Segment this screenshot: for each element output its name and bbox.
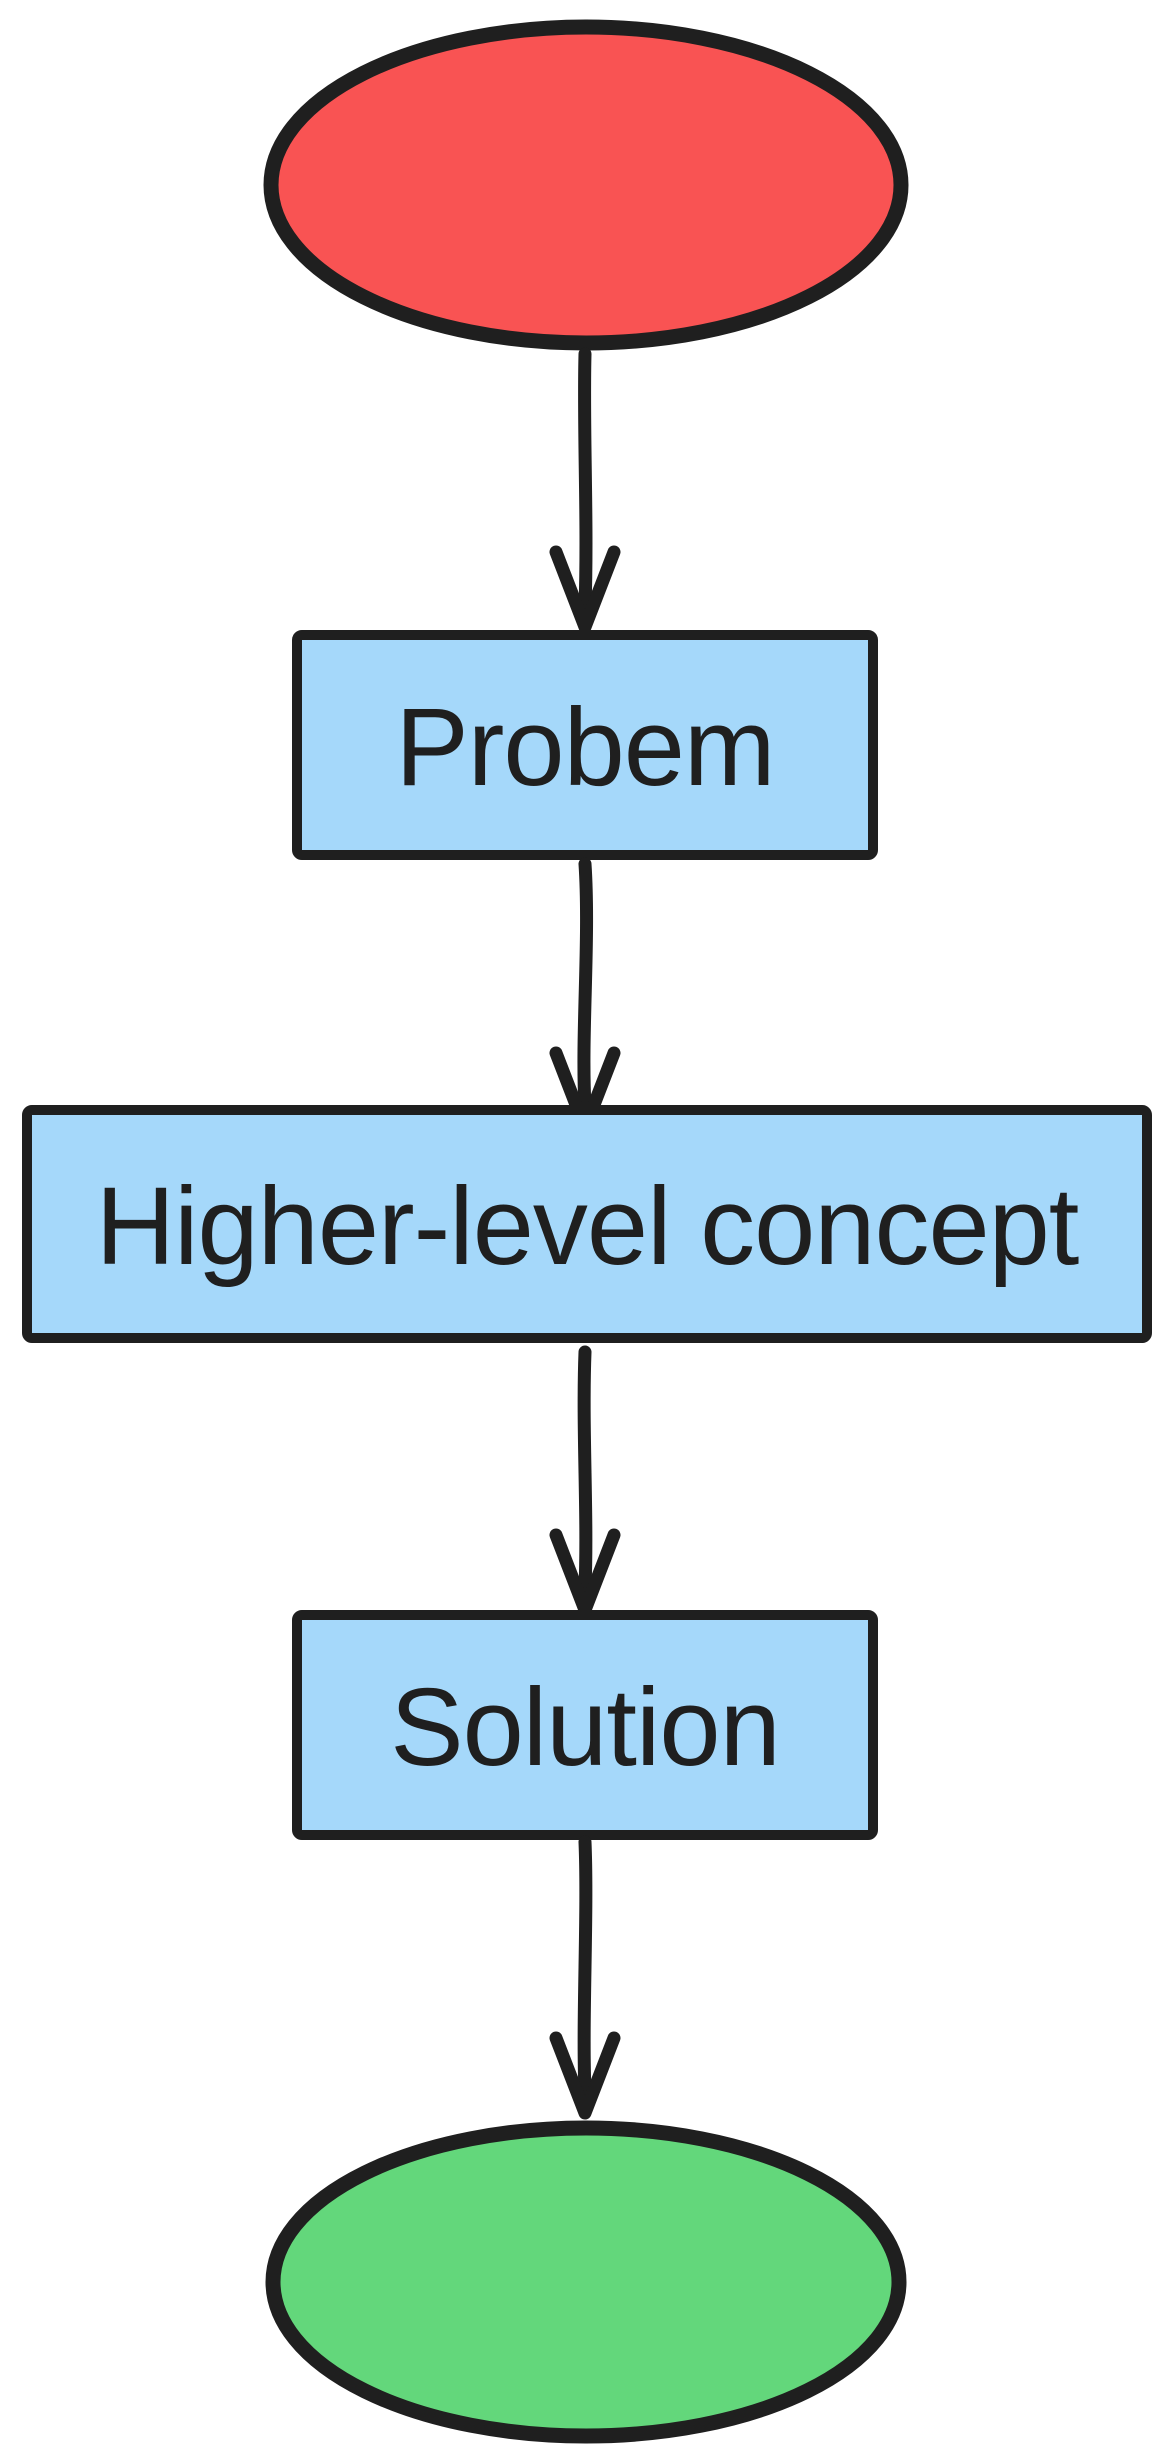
arrow-stem bbox=[577, 1345, 593, 1595]
arrow-down-head-icon bbox=[549, 2031, 621, 2120]
arrow-problem-to-concept bbox=[549, 857, 621, 1135]
arrow-concept-to-solution bbox=[549, 1345, 621, 1617]
end-node bbox=[265, 2120, 907, 2444]
higher-level-concept-box bbox=[22, 1105, 1152, 1343]
end-ellipse bbox=[265, 2120, 907, 2444]
start-ellipse bbox=[263, 19, 909, 351]
problem-label: Probem bbox=[395, 686, 774, 809]
solution-node: Solution bbox=[292, 1610, 878, 1840]
arrow-stem bbox=[577, 857, 594, 1113]
arrow-start-to-problem bbox=[549, 347, 621, 634]
start-node bbox=[263, 19, 909, 351]
higher-level-concept-node: Higher-level concept bbox=[22, 1105, 1152, 1343]
arrow-stem bbox=[577, 1835, 593, 2098]
solution-label: Solution bbox=[390, 1666, 780, 1789]
arrow-down-head-icon bbox=[549, 545, 621, 634]
higher-level-concept-label: Higher-level concept bbox=[96, 1165, 1079, 1288]
arrow-stem bbox=[578, 347, 593, 615]
solution-box bbox=[292, 1610, 878, 1840]
problem-node: Probem bbox=[292, 630, 878, 860]
problem-box bbox=[292, 630, 878, 860]
arrow-solution-to-end bbox=[549, 1835, 621, 2120]
